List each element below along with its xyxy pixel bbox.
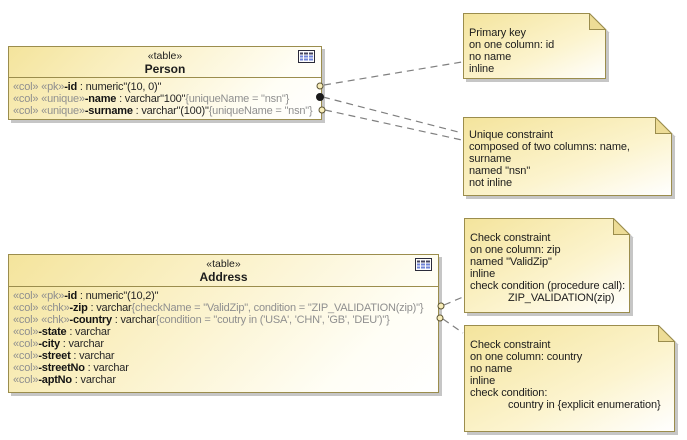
table-person-body: «col» «pk»-id : numeric"(10, 0)" «col» «… (9, 78, 321, 117)
address-column-aptNo[interactable]: «col»-aptNo : varchar (13, 374, 116, 386)
person-column-surname[interactable]: «col» «unique»-surname : varchar"(100)"{… (13, 105, 313, 117)
table-name: Person (144, 62, 186, 76)
note-check-constraint-country[interactable]: Check constraint on one column: country … (464, 325, 678, 435)
person-column-name[interactable]: «col» «unique»-name : varchar"100"{uniqu… (13, 93, 290, 105)
anchor-line-id-to-primary-key-note[interactable] (323, 61, 463, 86)
note-fold-corner (613, 218, 631, 235)
table-address-body: «col» «pk»-id : numeric"(10,2)" «col» «c… (9, 287, 438, 386)
table-icon (415, 258, 432, 271)
note-text: Check constraint on one column: country … (470, 339, 661, 411)
note-shape (463, 117, 673, 196)
address-column-zip[interactable]: «col» «chk»-zip : varchar{checkName = "V… (13, 302, 424, 314)
note-fold-corner (658, 325, 676, 342)
note-primary-key[interactable]: Primary key on one column: id no name in… (463, 13, 609, 82)
table-icon (298, 50, 315, 63)
table-name: Address (199, 270, 248, 284)
address-column-country[interactable]: «col» «chk»-country : varchar{condition … (13, 314, 390, 326)
person-column-id[interactable]: «col» «pk»-id : numeric"(10, 0)" (13, 81, 162, 93)
address-column-id[interactable]: «col» «pk»-id : numeric"(10,2)" (13, 290, 159, 302)
note-text: Primary key on one column: id no name in… (469, 27, 555, 75)
table-person-header[interactable]: «table» Person (9, 47, 321, 78)
note-unique-constraint[interactable]: Unique constraint composed of two column… (463, 117, 675, 199)
anchor-line-zip-to-check-note[interactable] (443, 296, 464, 306)
table-address-header[interactable]: «table» Address (9, 255, 438, 287)
note-text: Check constraint on one column: zip name… (470, 232, 626, 304)
note-fold-corner (589, 13, 607, 30)
table-stereotype: «table» (206, 258, 241, 270)
address-column-streetNo[interactable]: «col»-streetNo : varchar (13, 362, 129, 374)
anchor-line-surname-to-unique-note[interactable] (324, 109, 463, 141)
table-address[interactable]: «table» Address «col» «pk»-id : numeric"… (8, 254, 439, 393)
table-stereotype: «table» (147, 50, 183, 62)
anchor-line-name-to-unique-note[interactable] (322, 96, 463, 134)
note-text: Unique constraint composed of two column… (469, 129, 630, 189)
anchor-line-country-to-check-note[interactable] (442, 318, 464, 334)
note-fold-corner (655, 117, 673, 134)
address-column-state[interactable]: «col»-state : varchar (13, 326, 111, 338)
address-column-street[interactable]: «col»-street : varchar (13, 350, 115, 362)
note-check-constraint-zip[interactable]: Check constraint on one column: zip name… (464, 218, 633, 316)
note-shape (464, 325, 676, 432)
table-person[interactable]: «table» Person «col» «pk»-id : numeric"(… (8, 46, 322, 120)
address-column-city[interactable]: «col»-city : varchar (13, 338, 104, 350)
note-shape (464, 218, 631, 313)
note-shape (463, 13, 607, 79)
